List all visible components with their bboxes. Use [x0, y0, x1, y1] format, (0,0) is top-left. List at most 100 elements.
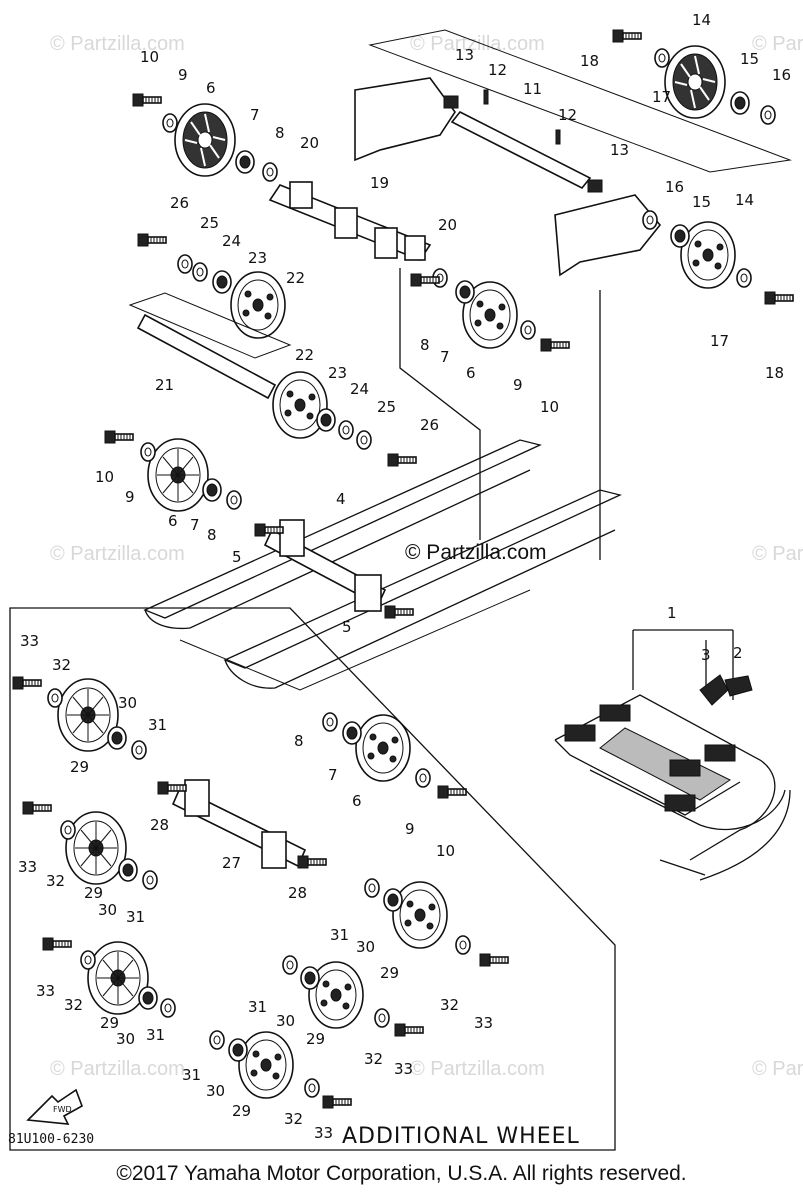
watermark: © Partzilla.com: [50, 33, 185, 55]
callout: 30: [206, 1082, 225, 1100]
callout: 19: [370, 174, 389, 192]
shaft-bracket: [374, 227, 398, 259]
arm-bracket: [354, 574, 382, 612]
washer: [160, 998, 176, 1018]
bolt: [764, 291, 794, 305]
axle-pin: [555, 129, 561, 145]
collar: [338, 420, 354, 440]
callout: 10: [436, 842, 455, 860]
callout: 31: [182, 1066, 201, 1084]
left-rear-bracket: [354, 77, 456, 162]
shaft-bracket: [404, 235, 426, 261]
callout: 16: [665, 178, 684, 196]
callout: 7: [250, 106, 260, 124]
shaft-bracket: [261, 831, 287, 869]
circlip: [356, 430, 372, 450]
callout: 10: [95, 468, 114, 486]
washer: [162, 113, 178, 133]
bolt: [437, 785, 467, 799]
callout: 30: [356, 938, 375, 956]
callout: 8: [275, 124, 285, 142]
slide-rail: [143, 439, 542, 619]
bolt: [297, 855, 327, 869]
washer: [60, 820, 76, 840]
shaft-outline: [128, 292, 292, 359]
bolt: [394, 1023, 424, 1037]
washer: [304, 1078, 320, 1098]
bearing: [383, 888, 403, 912]
collar: [642, 210, 658, 230]
callout: 31: [148, 716, 167, 734]
bolt: [322, 1095, 352, 1109]
callout: 33: [18, 858, 37, 876]
bearing: [107, 726, 127, 750]
slide-rail: [224, 529, 616, 689]
collar: [262, 162, 278, 182]
watermark: © Partzilla.com: [410, 33, 545, 55]
additional-wheel: [87, 941, 149, 1015]
washer: [654, 48, 670, 68]
callout: 4: [336, 490, 346, 508]
slide-rail: [144, 469, 531, 630]
bearing: [235, 150, 255, 174]
shaft-bracket: [184, 779, 210, 817]
bearing: [212, 270, 232, 294]
watermark: © Partzilla.com: [752, 33, 803, 55]
washer: [209, 1030, 225, 1050]
callouts: 10 9 6 7 8 20 19 26 25 24 23 22 20 8 7 6…: [18, 11, 791, 1142]
callout: 30: [116, 1030, 135, 1048]
bearing: [138, 986, 158, 1010]
bearing: [730, 91, 750, 115]
callout: 8: [420, 336, 430, 354]
callout: 31: [146, 1026, 165, 1044]
callout: 24: [222, 232, 241, 250]
bolt: [137, 233, 167, 247]
callout: 27: [222, 854, 241, 872]
copyright-notice: ©2017 Yamaha Motor Corporation, U.S.A. A…: [116, 1162, 687, 1185]
callout: 7: [440, 348, 450, 366]
collar: [322, 712, 338, 732]
collar: [760, 105, 776, 125]
callout: 3: [701, 646, 711, 664]
callout: 26: [420, 416, 439, 434]
shaft-bracket: [289, 181, 313, 209]
rear-axle: [450, 110, 592, 190]
washer: [374, 1008, 390, 1028]
callout: 22: [295, 346, 314, 364]
callout: 32: [52, 656, 71, 674]
callout: 29: [232, 1102, 251, 1120]
callout: 18: [580, 52, 599, 70]
callout: 20: [438, 216, 457, 234]
washer: [364, 878, 380, 898]
callout: 8: [207, 526, 217, 544]
adjuster-block: [587, 179, 603, 193]
bearing: [228, 1038, 248, 1062]
callout: 33: [20, 632, 39, 650]
front-wheel: [147, 438, 209, 512]
guide-wheel: [230, 271, 286, 339]
callout: 5: [342, 618, 352, 636]
callout: 28: [288, 884, 307, 902]
callout: 31: [126, 908, 145, 926]
arm-bracket: [279, 519, 305, 557]
washer: [455, 935, 471, 955]
callout: 28: [150, 816, 169, 834]
callout: 16: [772, 66, 791, 84]
svg-text:FWD: FWD: [53, 1105, 72, 1114]
callout: 33: [394, 1060, 413, 1078]
collar: [226, 490, 242, 510]
callout: 25: [377, 398, 396, 416]
circlip: [177, 254, 193, 274]
rear-axle-group-outline: [368, 29, 792, 173]
drive-track: [554, 694, 791, 881]
bearing: [670, 224, 690, 248]
idler-wheel: [174, 103, 236, 177]
washer: [80, 950, 96, 970]
axle-pin: [483, 89, 489, 105]
center-watermark: © Partzilla.com: [405, 541, 547, 564]
callout: 15: [740, 50, 759, 68]
collar: [192, 262, 208, 282]
callout: 13: [610, 141, 629, 159]
rail-outline: [179, 589, 531, 691]
callout: 26: [170, 194, 189, 212]
